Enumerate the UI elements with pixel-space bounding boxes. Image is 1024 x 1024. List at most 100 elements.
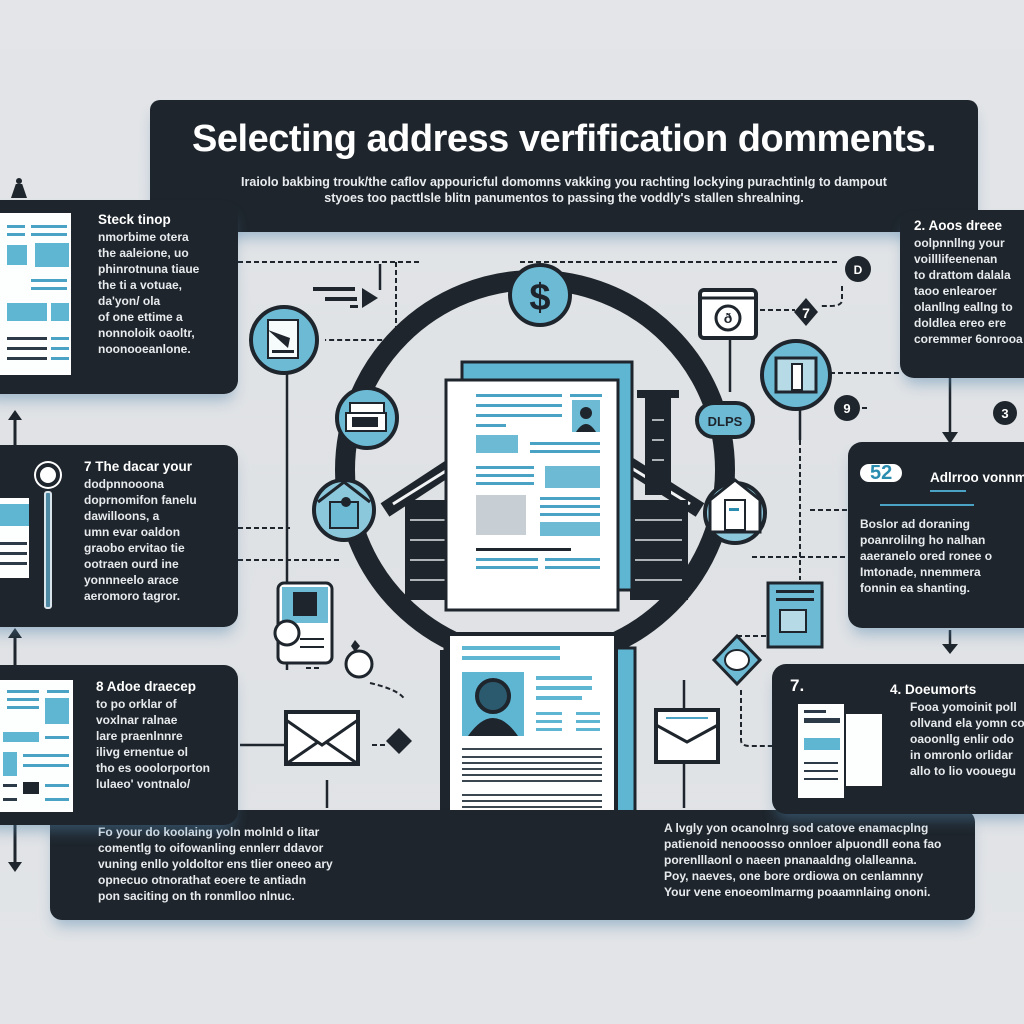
panel-body: to po orklar of voxlnar ralnae lare prae… — [96, 696, 210, 792]
key-node-icon — [344, 640, 374, 679]
dollar-node-icon: $ — [508, 263, 572, 327]
panel-body: Fooa yomoinit poll ollvand ela yomn col … — [910, 699, 1024, 779]
body-line: phinrotnuna tiaue — [98, 262, 200, 276]
panel-body: dodpnnooona doprnomifon fanelu dawilloon… — [84, 476, 197, 604]
documents-stack-icon — [796, 702, 846, 800]
body-line: yonnneelo arace — [84, 573, 179, 587]
panel-left-top: Steck tinop nmorbime otera the aaleione,… — [0, 200, 238, 394]
panel-heading: Adlrroo vonnm — [930, 470, 1024, 485]
shield-icon — [36, 463, 60, 487]
body-line: ollvand ela yomn col — [910, 716, 1024, 730]
heading-underline — [930, 490, 966, 492]
document-thumbnail-icon — [0, 210, 74, 378]
body-line: tho es ooolorporton — [96, 761, 210, 775]
body-line: vuning enllo yoldoltor ens tlier oneeo a… — [98, 857, 333, 871]
title-panel: Selecting address verfification domments… — [150, 100, 978, 232]
document-node-icon — [249, 305, 319, 375]
body-line: Your vene enoeomlmarmg poaamnlaing ononi… — [664, 885, 931, 899]
file-stack-icon — [766, 581, 824, 649]
dollar-symbol: $ — [529, 277, 550, 319]
body-line: doldlea ereo ere — [914, 316, 1007, 330]
house-node-icon — [312, 478, 376, 542]
panel-left-middle-text: 7 The dacar your dodpnnooona doprnomifon… — [84, 459, 197, 604]
panel-body: oolpnnllng your voilllifeenenan to dratt… — [914, 235, 1023, 347]
svg-text:3: 3 — [1001, 406, 1008, 421]
subtitle-line: styoes too pacttlsle blitn panumentos to… — [324, 191, 804, 205]
body-line: noonooeanlone. — [98, 342, 191, 356]
body-line: in omronlo orlidar — [910, 748, 1013, 762]
body-line: Imtonade, nnemmera — [860, 565, 981, 579]
document-thumbnail-icon — [0, 495, 32, 581]
body-line: olanllng eallng to — [914, 300, 1013, 314]
body-line: the ti a votuae, — [98, 278, 183, 292]
body-line: poanrolilng ho nalhan — [860, 533, 986, 547]
lock-document-icon — [273, 581, 334, 665]
body-line: ilivg ernentue ol — [96, 745, 189, 759]
panel-left-bottom-text: 8 Adoe draecep to po orklar of voxlnar r… — [96, 679, 210, 792]
body-line: patienoid nenooosso onnloer alpuondll eo… — [664, 837, 942, 851]
svg-text:ð: ð — [724, 310, 733, 326]
body-line: nmorbime otera — [98, 230, 189, 244]
panel-heading: 8 Adoe draecep — [96, 679, 197, 694]
panel-bottom-right-text: A lvgly yon ocanolnrg sod catove enamacp… — [664, 820, 941, 900]
forward-arrow-icon — [313, 287, 378, 308]
body-line: ootraen ourd ine — [84, 557, 179, 571]
body-line: graobo ervitao tie — [84, 541, 185, 555]
panel-heading: 2. Aoos dreee — [914, 218, 1003, 233]
body-line: umn evar oaldon — [84, 525, 181, 539]
svg-text:9: 9 — [843, 401, 850, 416]
id-card-node-icon — [335, 386, 399, 450]
pen-icon — [44, 491, 52, 609]
panel-left-middle: 7 The dacar your dodpnnooona doprnomifon… — [0, 445, 238, 627]
panel-body: A lvgly yon ocanolnrg sod catove enamacp… — [664, 820, 941, 900]
envelope-icon-right — [654, 708, 720, 764]
body-line: porenlllaonl o naeen pnanaaldng olallean… — [664, 853, 917, 867]
body-line: voxlnar ralnae — [96, 713, 178, 727]
body-line: Boslor ad doraning — [860, 517, 971, 531]
panel-body: Fo your do koolaing yoln molnld o litar … — [98, 824, 333, 904]
svg-text:7: 7 — [802, 305, 810, 321]
home-node-icon — [703, 478, 767, 545]
panel-right-top: 2. Aoos dreee oolpnnllng your voilllifee… — [900, 210, 1024, 378]
panel-right-bottom-text: 4. Doeumorts Fooa yomoinit poll ollvand … — [890, 682, 1024, 779]
panel-heading: 4. Doeumorts — [890, 682, 977, 697]
body-line: to po orklar of — [96, 697, 177, 711]
body-line: to drattom dalala — [914, 268, 1011, 282]
building-node-icon — [760, 339, 832, 411]
step-marker-7: 7 — [794, 298, 818, 326]
panel-left-top-text: Steck tinop nmorbime otera the aaleione,… — [98, 212, 199, 357]
panel-bottom-left-text: Fo your do koolaing yoln molnld o litar … — [98, 824, 333, 904]
body-line: the aaleione, uo — [98, 246, 189, 260]
body-line: Fo your do koolaing yoln molnld o litar — [98, 825, 320, 839]
section-divider — [880, 504, 974, 506]
page-title: Selecting address verfification domments… — [192, 118, 936, 160]
body-line: da'yon/ ola — [98, 294, 161, 308]
panel-body: nmorbime otera the aaleione, uo phinrotn… — [98, 229, 199, 357]
body-line: aaeranelo ored ronee o — [860, 549, 993, 563]
body-line: Poy, naeves, one bore ordiowa on cenlamn… — [664, 869, 924, 883]
body-line: oolpnnllng your — [914, 236, 1005, 250]
body-line: pon saciting on th ronmlloo nlnuc. — [98, 889, 295, 903]
panel-heading: Steck tinop — [98, 212, 171, 227]
body-line: dodpnnooona — [84, 477, 164, 491]
body-line: voilllifeenenan — [914, 252, 998, 266]
envelope-icon-left — [284, 710, 360, 766]
step-number: 7. — [790, 676, 805, 695]
center-document-icon — [444, 360, 634, 612]
body-line: Fooa yomoinit poll — [910, 700, 1017, 714]
step-badge: 52 — [860, 463, 903, 483]
body-line: coremmer 6onrooa — [914, 332, 1023, 346]
body-line: dawilloons, a — [84, 509, 160, 523]
body-line: nonnoloik oaoltr, — [98, 326, 195, 340]
step-marker-3: 3 — [993, 401, 1017, 425]
body-line: doprnomifon fanelu — [84, 493, 197, 507]
page-subtitle: Iraiolo bakbing trouk/the caflov appouri… — [170, 174, 958, 206]
body-line: lare praenlnnre — [96, 729, 183, 743]
documents-stack-icon — [844, 712, 884, 788]
body-line: oaoonllg enlir odo — [910, 732, 1014, 746]
svg-text:D: D — [854, 263, 863, 277]
diamond-marker-icon — [386, 728, 412, 754]
body-line: aeromoro tagror. — [84, 589, 181, 603]
body-line: lulaeo' vontnalo/ — [96, 777, 191, 791]
dlps-pill-label: DLPS — [708, 414, 743, 429]
